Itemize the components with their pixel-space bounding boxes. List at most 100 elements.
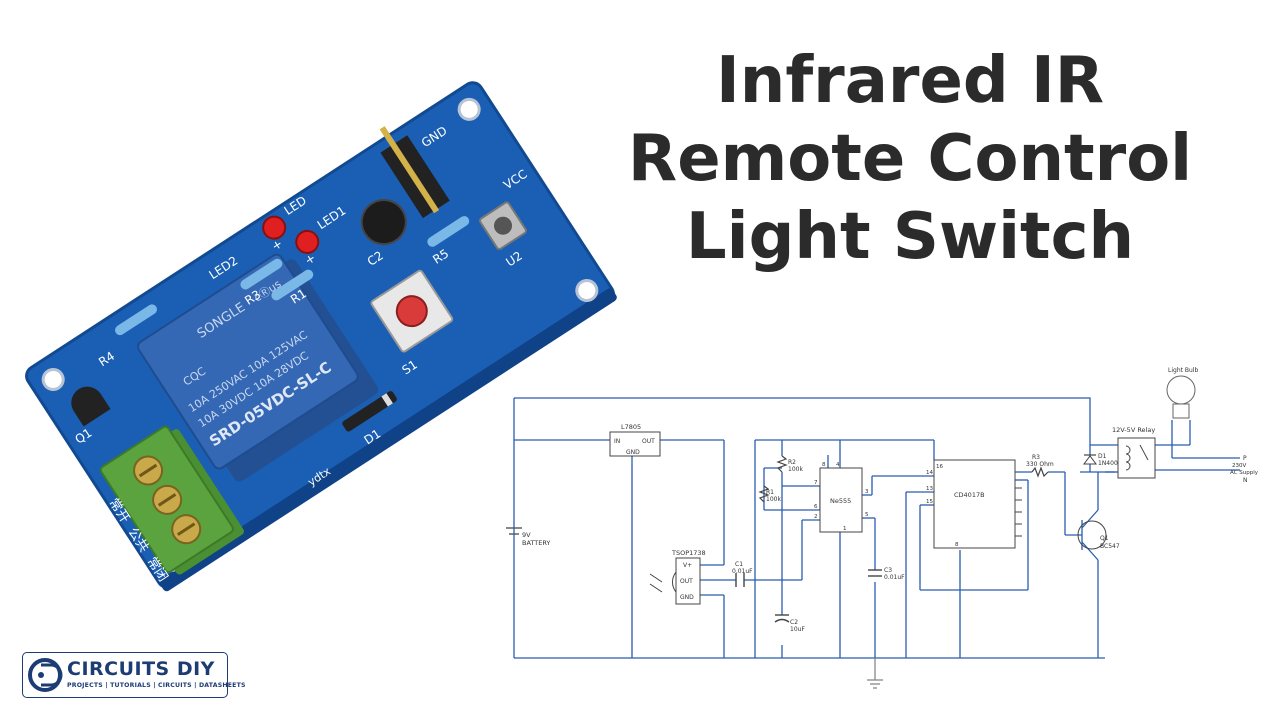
pcb-edge [159,288,617,592]
ir-lens-icon [493,216,512,235]
board-illustration: SONGLE cⓇus CQC 10A 250VAC 10A 125VAC 10… [25,81,617,592]
c3-value: 0.01uF [884,574,905,581]
resistor-r3 [1031,466,1049,478]
d1-label: D1 [1098,453,1107,460]
l7805-out: OUT [642,438,655,445]
cd4017-label: CD4017B [954,491,985,499]
title-line-1: Infrared IR [715,44,1105,118]
tsop-gnd: GND [680,594,694,601]
resistor-r2 [776,455,788,473]
c2-value: 10uF [790,626,805,633]
q1-label: Q1 [1100,535,1109,542]
mount-hole [457,97,481,121]
circuits-diy-logo[interactable]: CIRCUITS DIY PROJECTS | TUTORIALS | CIRC… [22,652,245,698]
battery-label: BATTERY [522,539,550,547]
d1-value: 1N4007 [1098,460,1122,467]
r3-label: R3 [1032,454,1040,461]
l7805-label: L7805 [621,423,641,431]
screw-slot [176,522,196,536]
c3-label: C3 [884,567,892,574]
timer-ne555 [819,467,863,533]
ir-arrow-icon [649,583,663,593]
q1-value: BC547 [1100,543,1120,550]
mount-hole [575,279,599,303]
ne555-pin-1: 1 [843,526,847,532]
logo-name: CIRCUITS DIY [67,658,215,680]
logo-tagline: PROJECTS | TUTORIALS | CIRCUITS | DATASH… [67,682,246,689]
l7805-in: IN [614,438,620,445]
coil-icon [1125,445,1131,471]
circuit-schematic: 9V BATTERY L7805 IN OUT GND TSOP1738 V+ … [500,360,1280,690]
terminal-screws [133,455,202,545]
relay-body [137,253,359,470]
tsop-out: OUT [680,578,693,585]
l7805-gnd: GND [626,449,640,456]
cd4017-pin-13: 13 [926,486,933,492]
title-line-3: Light Switch [685,200,1135,274]
c2-label: C2 [790,619,798,626]
ne555-pin-3: 3 [865,489,869,495]
screw-slot [138,463,158,478]
screw-slot [157,493,177,507]
relay-switch-icon [1139,444,1149,461]
ne555-pin-6: 6 [814,504,818,510]
ne555-pin-4: 4 [836,462,840,468]
ne555-pin-8: 8 [822,462,826,468]
c1-value: 0.01uF [732,568,753,575]
resistor-r5 [427,216,470,247]
ground-icon [867,658,883,689]
led-icon [295,229,320,254]
ne555-pin-5: 5 [865,512,869,518]
silk-s1: S1 [400,357,420,377]
diode-d1 [342,391,397,432]
diode-d1 [1083,455,1097,465]
page-title: Infrared IR Remote Control Light Switch [560,42,1260,276]
battery-value: 9V [522,531,531,539]
mount-hole [41,367,65,391]
ne555-pin-2: 2 [814,514,818,520]
resistor-r1 [758,485,770,503]
cd4017-pin-14: 14 [926,470,933,476]
ir-arrow-icon [649,573,663,583]
tsop-dome [672,571,677,593]
counter-cd4017b [933,459,1016,549]
c1-label: C1 [735,561,743,568]
supply-n: N [1243,477,1248,484]
regulator-l7805 [609,431,661,457]
cd4017-pin-15: 15 [926,499,933,505]
supply-voltage: 230V [1232,463,1246,469]
r1-value: 100k [766,496,781,503]
led-icon [262,215,287,240]
bulb-label: Light Bulb [1168,367,1198,374]
relay-module-board: SONGLE cⓇus CQC 10A 250VAC 10A 125VAC 10… [0,60,620,620]
cd4017-pin-8: 8 [955,542,959,548]
r1-label: R1 [766,489,774,496]
header-pin [379,126,440,214]
tsop-vplus: V+ [683,562,692,569]
relay-coil [1117,437,1156,479]
r2-label: R2 [788,459,796,466]
schematic-diagram: 9V BATTERY L7805 IN OUT GND TSOP1738 V+ … [506,367,1259,689]
bulb-base [1172,403,1190,419]
title-line-2: Remote Control [627,122,1193,196]
ne555-pin-7: 7 [814,480,818,486]
resistor-r4 [115,304,157,336]
light-bulb-icon [1166,375,1196,405]
cd4017-pin-16: 16 [936,464,943,470]
transistor-q1 [71,386,111,427]
transistor-q1 [1077,520,1107,550]
battery-symbol [506,527,522,535]
cd-logo-icon [28,658,63,692]
r2-value: 100k [788,466,803,473]
tsop-label: TSOP1738 [671,549,706,557]
resistor-r3 [240,258,283,290]
diode-band [381,393,393,407]
cd4017-output-pins [1015,487,1022,537]
button-cap [395,295,428,328]
relay-label: 12V-5V Relay [1112,426,1155,434]
supply-p: P [1243,455,1247,462]
r3-value: 330 Ohm [1026,461,1054,468]
ne555-label: Ne555 [830,497,851,505]
supply-ac: AC Supply [1230,470,1259,476]
capacitor-c2-plate [774,618,790,623]
